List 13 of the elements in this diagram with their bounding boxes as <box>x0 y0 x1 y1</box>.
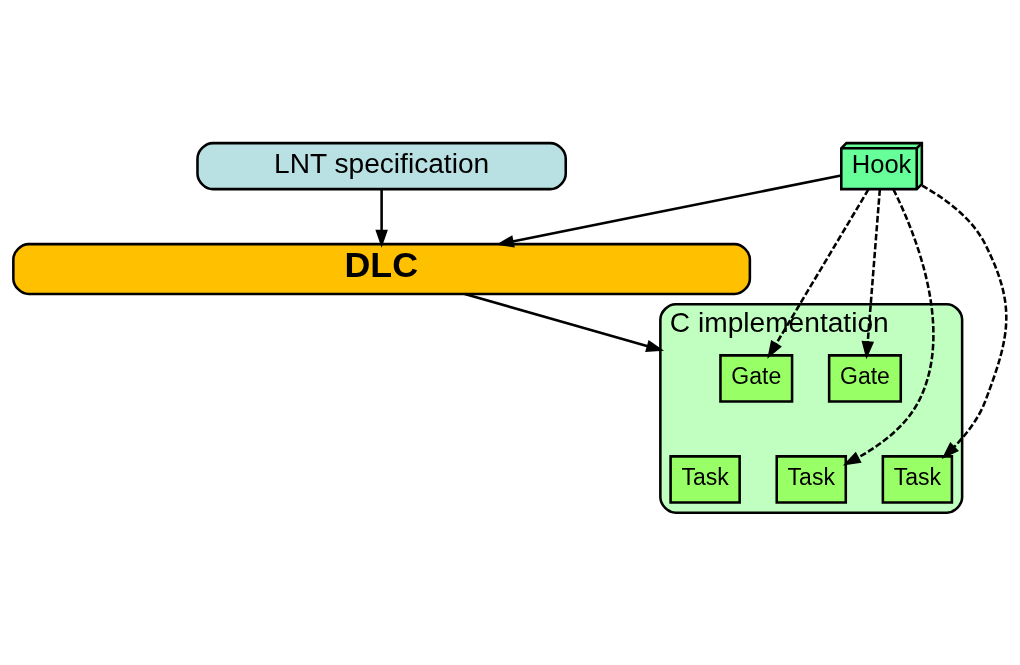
node-box: DLC <box>12 242 752 295</box>
node-box: Task <box>775 454 848 504</box>
node-box: LNT specification <box>196 141 567 190</box>
node-box: Task <box>669 454 741 504</box>
arrow <box>921 184 1008 459</box>
arrow <box>464 292 665 352</box>
arrow <box>842 188 935 466</box>
arrow <box>861 188 882 359</box>
arrow <box>495 173 842 247</box>
node-box: Gate <box>719 353 794 403</box>
node-box: Gate <box>827 353 903 403</box>
arrow <box>375 188 388 248</box>
node-box: Task <box>881 454 954 504</box>
